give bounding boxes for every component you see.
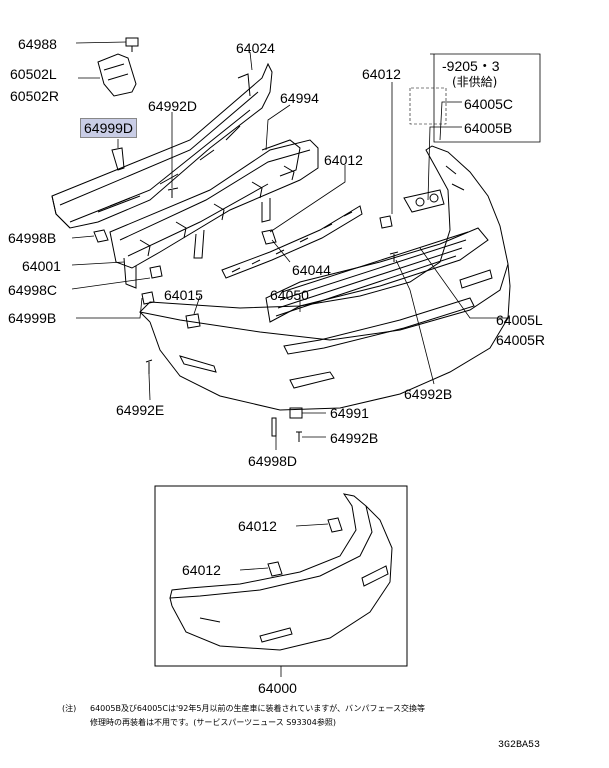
label-64024: 64024: [236, 40, 275, 56]
label-60502l: 60502L: [10, 66, 57, 82]
footnote-line-2: 修理時の再装着は不用です。(サービスパーツニュース S93304参照): [90, 718, 336, 727]
clip-64015: [185, 313, 201, 329]
label-64005b: 64005B: [464, 120, 513, 136]
brace: [261, 139, 301, 177]
label-64005c: 64005C: [464, 96, 514, 112]
label-64998b: 64998B: [8, 230, 57, 246]
clip-64012-rear1: [327, 517, 343, 533]
label-64005l: 64005L: [496, 312, 543, 328]
grille-strip: [221, 205, 363, 279]
rear-bumper: [169, 493, 393, 651]
label-64012-rear1: 64012: [238, 518, 277, 534]
label-64998c: 64998C: [8, 282, 58, 298]
clip-64998b: [93, 229, 109, 243]
label-64005r: 64005R: [496, 332, 546, 348]
footnote-mark: (注): [62, 704, 77, 713]
label-64001: 64001: [22, 258, 61, 274]
bolt-64988: [125, 37, 139, 52]
screw-64992b-right: [389, 251, 399, 262]
pin-64999d: [111, 147, 125, 171]
label-64015: 64015: [164, 287, 203, 303]
label-9205: -9205・3: [442, 58, 500, 74]
side-bracket: [97, 53, 137, 97]
label-64994: 64994: [280, 90, 319, 106]
label-64000: 64000: [258, 680, 297, 696]
grille-mesh: [265, 227, 489, 355]
date-bracket: [430, 53, 541, 143]
screw-64992d: [167, 187, 179, 198]
diagram-code: 3G2BA53: [498, 740, 541, 751]
screw-64012-top: [379, 215, 393, 229]
label-64044: 64044: [292, 262, 331, 278]
clip-64012-rear2: [267, 561, 283, 577]
label-64998d: 64998D: [248, 453, 298, 469]
label-64992b-low: 64992B: [330, 430, 379, 446]
label-non-supply: (非供給): [452, 75, 498, 89]
non-supply-bracket: [409, 87, 447, 125]
label-60502r: 60502R: [10, 88, 60, 104]
bracket-64005b: [403, 189, 445, 213]
label-64012-rear2: 64012: [182, 562, 221, 578]
label-64999d-highlighted[interactable]: 64999D: [80, 118, 138, 138]
screw-64992b-low: [296, 431, 302, 442]
label-64999b: 64999B: [8, 310, 57, 326]
label-64012-top: 64012: [362, 66, 401, 82]
clip-64998d: [271, 417, 277, 437]
label-64992b-right: 64992B: [404, 386, 453, 402]
footnote-line-1: 64005B及び64005Cは'92年5月以前の生産車に装着されていますが、バン…: [90, 704, 426, 713]
reinforcement-beam: [51, 62, 273, 229]
bumper-bracket: [109, 139, 319, 289]
screw-64992e: [145, 359, 153, 374]
label-64991: 64991: [330, 405, 369, 421]
label-64988: 64988: [18, 36, 57, 52]
label-64050: 64050: [270, 287, 309, 303]
clip-64012-mid: [261, 229, 277, 245]
leader-lines: [71, 41, 510, 677]
label-64012-mid: 64012: [324, 152, 363, 168]
label-64992d: 64992D: [148, 98, 198, 114]
label-64992e: 64992E: [116, 402, 165, 418]
clip-64998c: [149, 265, 163, 279]
